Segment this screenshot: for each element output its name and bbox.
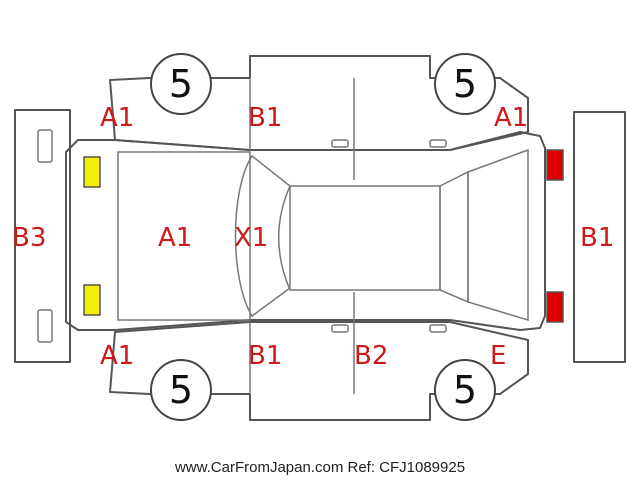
wheel-rear-left-value: 5 xyxy=(169,368,193,412)
front-lamp-top xyxy=(83,156,101,188)
windshield-outline xyxy=(234,154,291,318)
bottom-door-handle-rear xyxy=(429,324,447,333)
wheel-rear-right: 5 xyxy=(434,359,496,421)
code-front-right-fender: A1 xyxy=(494,103,528,133)
code-rear-bumper: B1 xyxy=(580,223,614,253)
tailgate-outline xyxy=(467,148,529,322)
code-windshield: X1 xyxy=(234,223,268,253)
code-hood: A1 xyxy=(158,223,192,253)
rear-bumper-outline xyxy=(573,111,626,363)
code-rear-right-door: B2 xyxy=(354,341,388,371)
wheel-front-right-value: 5 xyxy=(453,62,477,106)
rear-window-outline xyxy=(439,170,469,304)
code-front-left-door: B1 xyxy=(248,103,282,133)
roof-outline xyxy=(278,185,441,291)
wheel-front-left-value: 5 xyxy=(169,62,193,106)
front-bumper-notch-bottom xyxy=(37,309,53,343)
code-front-bumper: B3 xyxy=(12,223,46,253)
top-door-handle-rear xyxy=(429,139,447,148)
top-door-handle-front xyxy=(331,139,349,148)
wheel-rear-right-value: 5 xyxy=(453,368,477,412)
code-rear-left-door: B1 xyxy=(248,341,282,371)
code-rear-left-fender: A1 xyxy=(100,341,134,371)
car-body-outline xyxy=(65,131,546,331)
front-bumper-outline xyxy=(14,109,71,363)
front-lamp-bottom xyxy=(83,284,101,316)
wheel-rear-left: 5 xyxy=(150,359,212,421)
rear-lamp-bottom xyxy=(546,291,564,323)
front-bumper-notch-top xyxy=(37,129,53,163)
hood-outline xyxy=(117,151,251,321)
footer-reference: www.CarFromJapan.com Ref: CFJ1089925 xyxy=(174,459,465,476)
wheel-front-right: 5 xyxy=(434,53,496,115)
code-rear-right-fender: E xyxy=(490,341,506,371)
bottom-door-handle-front xyxy=(331,324,349,333)
wheel-front-left: 5 xyxy=(150,53,212,115)
rear-lamp-top xyxy=(546,149,564,181)
code-front-left-fender: A1 xyxy=(100,103,134,133)
